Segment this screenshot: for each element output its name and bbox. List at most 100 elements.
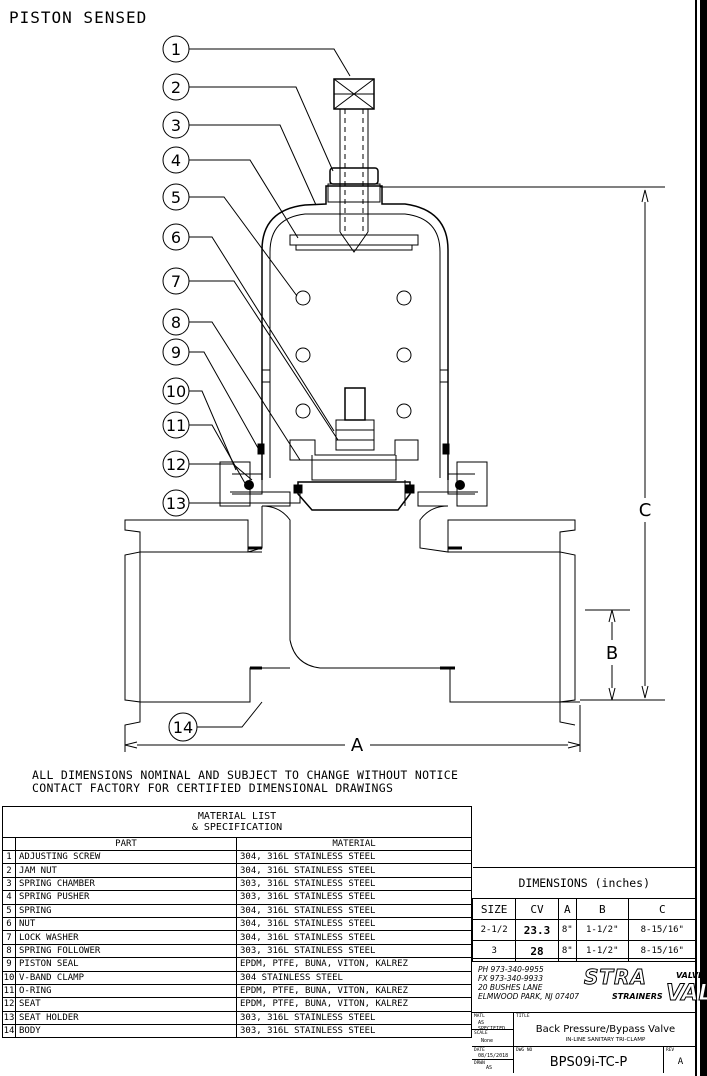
balloon-11: 11 [166, 416, 186, 435]
balloon-6: 6 [171, 228, 181, 247]
tb-drawn-value: AS [486, 1065, 493, 1071]
row-part: SEAT [15, 997, 237, 1012]
row-num: 12 [2, 997, 16, 1012]
tb-title-text: Back Pressure/Bypass Valve [535, 1024, 676, 1035]
tb-matl-label: MATL [474, 1014, 485, 1019]
row-num: 3 [2, 876, 16, 892]
row-material: 304, 316L STAINLESS STEEL [236, 916, 472, 932]
balloon-8: 8 [171, 313, 181, 332]
balloon-4: 4 [171, 151, 181, 170]
dim-col-size: SIZE [471, 898, 517, 920]
table-row: 3 28 8" 1-1/2" 8-15/16" [471, 940, 698, 962]
row-num: 10 [2, 970, 16, 985]
row-material: 303, 316L STAINLESS STEEL [236, 1010, 472, 1026]
row-num: 9 [2, 957, 16, 972]
valve-section-drawing: 1 2 3 4 5 6 7 8 9 10 11 12 13 14 C B A [124, 35, 665, 756]
tb-rev-value: A [677, 1057, 684, 1067]
dim-cv: 28 [515, 940, 559, 962]
balloon-1: 1 [171, 40, 181, 59]
row-part: SEAT HOLDER [15, 1010, 237, 1026]
row-part: SPRING FOLLOWER [15, 943, 237, 959]
page-edge-bar [700, 0, 707, 1076]
logo-valves: VALVES [676, 971, 707, 980]
dim-a: 8" [557, 919, 577, 941]
tb-dwg-no: BPS09i-TC-P [549, 1055, 628, 1070]
note-line-2: CONTACT FACTORY FOR CERTIFIED DIMENSIONA… [32, 781, 394, 795]
tb-subtitle: IN-LINE SANITARY TRI-CLAMP [565, 1037, 646, 1043]
table-row: 2-1/2 23.3 8" 1-1/2" 8-15/16" [471, 919, 698, 941]
balloon-12: 12 [166, 455, 186, 474]
row-num: 5 [2, 903, 16, 918]
note-line-1: ALL DIMENSIONS NOMINAL AND SUBJECT TO CH… [32, 768, 459, 782]
row-part: SPRING CHAMBER [15, 876, 237, 892]
contact-phone: PH 973-340-9955 [478, 965, 544, 974]
row-material: 304 STAINLESS STEEL [236, 970, 472, 985]
row-num: 8 [2, 943, 16, 959]
drawing-title: PISTON SENSED [9, 8, 148, 27]
row-part: JAM NUT [15, 863, 237, 878]
material-col-material: MATERIAL [236, 837, 472, 851]
tb-date-value: 08/15/2018 [478, 1053, 509, 1059]
tb-title-label: TITLE [516, 1014, 530, 1019]
company-logo: STRA VALVES STRAINERS VAL [584, 965, 707, 1007]
row-part: BODY [15, 1024, 237, 1039]
dim-a: 8" [557, 940, 577, 962]
material-col-part: PART [15, 837, 237, 851]
contact-lines: PH 973-340-9955 FX 973-340-9933 20 BUSHE… [478, 965, 579, 1001]
tb-title: TITLE Back Pressure/Bypass Valve IN-LINE… [514, 1013, 697, 1047]
tb-rev-label: REV [666, 1048, 675, 1053]
row-material: 304, 316L STAINLESS STEEL [236, 930, 472, 945]
row-part: ADJUSTING SCREW [15, 849, 237, 865]
row-num: 2 [2, 863, 16, 878]
tb-dwg: DWG NO BPS09i-TC-P [514, 1047, 664, 1073]
dim-col-a: A [557, 898, 577, 920]
balloon-9: 9 [171, 343, 181, 362]
row-num: 11 [2, 983, 16, 999]
contact-address-1: 20 BUSHES LANE [478, 983, 543, 992]
dimension-label-c: C [639, 500, 652, 521]
material-list-table: MATERIAL LIST & SPECIFICATION PART MATER… [2, 806, 472, 1039]
row-material: 303, 316L STAINLESS STEEL [236, 1024, 472, 1039]
row-part: LOCK WASHER [15, 930, 237, 945]
row-part: SPRING [15, 903, 237, 918]
tb-dwg-label: DWG NO [516, 1048, 533, 1053]
material-list-title: MATERIAL LIST & SPECIFICATION [2, 806, 472, 838]
row-material: EPDM, PTFE, BUNA, VITON, KALREZ [236, 997, 472, 1012]
tb-scale-value: None [481, 1038, 494, 1044]
row-material: EPDM, PTFE, BUNA, VITON, KALREZ [236, 957, 472, 972]
tb-date: DATE 08/15/2018 [472, 1047, 514, 1060]
contact-block: PH 973-340-9955 FX 973-340-9933 20 BUSHE… [472, 958, 707, 1013]
dimensions-title: DIMENSIONS (inches) [472, 867, 697, 899]
tb-drawn: DRWN AS [472, 1060, 514, 1073]
tb-rev: REV A [664, 1047, 697, 1073]
tb-matl: MATL AS SPECIFIED [472, 1013, 514, 1032]
row-num: 7 [2, 930, 16, 945]
row-material: 303, 316L STAINLESS STEEL [236, 890, 472, 905]
row-num: 4 [2, 890, 16, 905]
row-num: 14 [2, 1024, 16, 1039]
row-material: 304, 316L STAINLESS STEEL [236, 903, 472, 918]
balloon-7: 7 [171, 272, 181, 291]
row-material: 304, 316L STAINLESS STEEL [236, 863, 472, 878]
row-part: V-BAND CLAMP [15, 970, 237, 985]
contact-address-2: ELMWOOD PARK, NJ 07407 [478, 992, 580, 1001]
dim-col-c: C [627, 898, 698, 920]
dimension-label-b: B [606, 643, 618, 664]
dim-c: 8-15/16" [627, 919, 698, 941]
dim-c: 8-15/16" [627, 940, 698, 962]
material-list-title-line2: & SPECIFICATION [191, 822, 283, 833]
balloon-3: 3 [171, 116, 181, 135]
dimensions-table: DIMENSIONS (inches) SIZE CV A B C 2-1/2 … [471, 867, 698, 962]
